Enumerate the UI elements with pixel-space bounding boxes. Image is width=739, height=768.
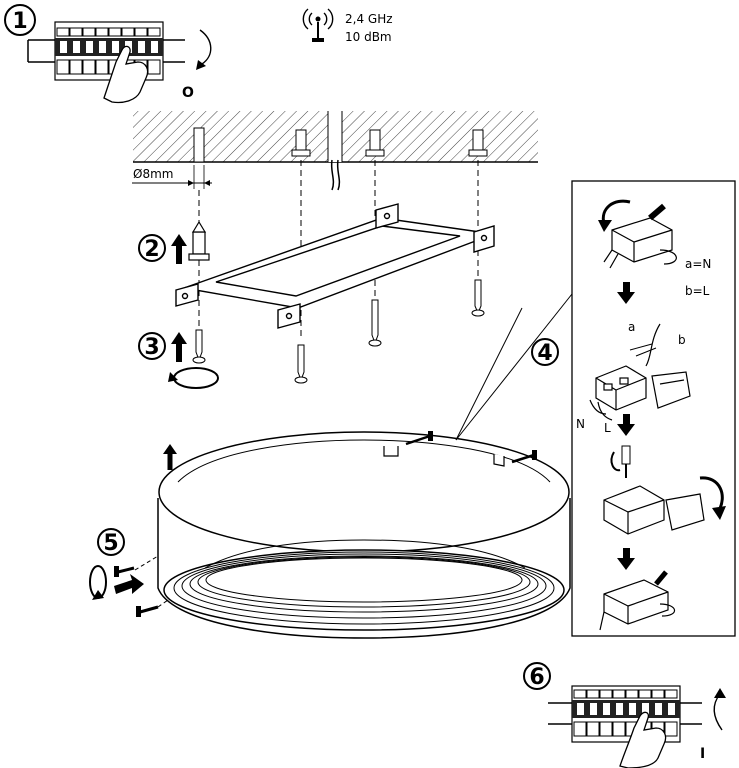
mounting-bracket xyxy=(175,203,495,329)
step-6-badge: 6 xyxy=(523,662,551,690)
radio-frequency: 2,4 GHz xyxy=(345,12,393,26)
ceiling-anchor xyxy=(291,129,311,157)
rotate-arrow-icon xyxy=(168,367,219,389)
ceiling xyxy=(133,111,538,191)
up-arrow-icon xyxy=(171,234,187,264)
down-arrow-icon xyxy=(617,282,635,304)
ceiling-anchor xyxy=(468,129,488,157)
terminal-block xyxy=(595,365,691,411)
screw xyxy=(192,329,206,364)
screw xyxy=(114,566,135,577)
step-5-number: 5 xyxy=(103,531,118,556)
step-3-badge: 3 xyxy=(138,332,166,360)
step-1-badge: 1 xyxy=(4,4,36,36)
right-arrow-icon xyxy=(114,574,144,594)
drill-dimension xyxy=(132,165,212,189)
terminal-block xyxy=(603,485,705,535)
wire-b-definition: b=L xyxy=(685,284,710,298)
wire-a-definition: a=N xyxy=(685,257,711,271)
screw xyxy=(294,344,308,384)
screw xyxy=(511,450,537,464)
down-arrow-icon xyxy=(617,414,635,436)
breaker-panel-on: I xyxy=(548,685,726,768)
radio-icon xyxy=(302,8,334,42)
step-4-number: 4 xyxy=(537,341,552,366)
live-label: L xyxy=(604,421,611,435)
screwdriver-icon xyxy=(610,445,631,478)
rotate-arrow-icon xyxy=(89,565,107,600)
driver-box xyxy=(603,203,677,269)
step-3-number: 3 xyxy=(144,335,159,360)
drill-diameter-label: Ø8mm xyxy=(133,167,173,181)
driver-box xyxy=(599,570,676,631)
wall-plug xyxy=(188,220,210,261)
neutral-label: N xyxy=(576,417,585,431)
step-4-badge: 4 xyxy=(531,338,559,366)
step-1-number: 1 xyxy=(12,9,27,34)
step-5-badge: 5 xyxy=(97,528,125,556)
up-arrow-icon xyxy=(171,332,187,362)
step-2-number: 2 xyxy=(144,237,159,262)
breaker-on-symbol: I xyxy=(700,746,705,762)
screw xyxy=(405,431,433,446)
down-arrow-icon xyxy=(617,548,635,570)
wiring-inset: a=N b=L a b N L xyxy=(455,180,736,637)
ceiling-anchor xyxy=(365,129,385,157)
wire-b-label: b xyxy=(678,333,686,347)
screw xyxy=(136,605,159,617)
screw xyxy=(471,279,485,317)
radio-power: 10 dBm xyxy=(345,30,392,44)
ceiling-lamp xyxy=(157,431,571,639)
step-2-badge: 2 xyxy=(138,234,166,262)
wire-a-label: a xyxy=(628,320,635,334)
screw xyxy=(368,299,382,347)
breaker-off-symbol: O xyxy=(182,85,194,101)
step-6-number: 6 xyxy=(529,665,544,690)
breaker-panel-off: O xyxy=(27,21,212,104)
